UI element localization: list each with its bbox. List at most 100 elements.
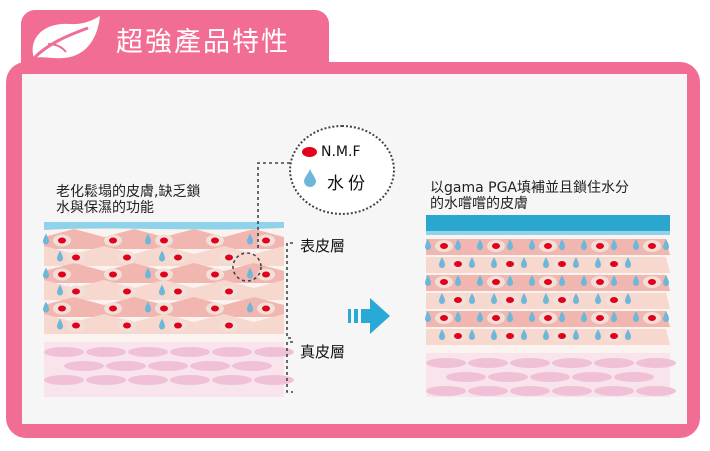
water-drop: [43, 267, 49, 279]
water-drop: [247, 301, 253, 313]
dermis-fiber: [254, 375, 294, 385]
nmf-dot: [109, 305, 117, 312]
water-drop: [455, 275, 461, 286]
water-drop: [455, 239, 461, 250]
water-drop: [559, 311, 565, 322]
dermis-fiber: [170, 347, 210, 357]
nmf-dot: [492, 243, 500, 249]
nmf-dot: [648, 279, 656, 285]
dermis-fiber: [106, 361, 146, 371]
water-drop: [469, 293, 475, 304]
nmf-dot: [109, 271, 117, 278]
water-drop: [543, 257, 549, 268]
dermis-fiber: [468, 386, 508, 396]
nmf-dot: [160, 271, 168, 278]
nmf-dot: [506, 261, 514, 267]
water-drop: [595, 257, 601, 268]
nmf-dot: [558, 333, 566, 339]
water-drop: [491, 293, 497, 304]
water-drop: [543, 329, 549, 340]
water-drop: [43, 233, 49, 245]
nmf-dot: [262, 271, 270, 278]
water-drop: [43, 301, 49, 313]
water-drop: [581, 275, 587, 286]
water-drop: [57, 284, 63, 296]
nmf-dot: [440, 279, 448, 285]
water-drop: [625, 329, 631, 340]
water-drop: [573, 293, 579, 304]
water-drop: [573, 257, 579, 268]
aged-skin-diagram: [43, 222, 294, 397]
hydrated-skin-diagram: [425, 215, 676, 397]
nmf-dot: [648, 243, 656, 249]
legend-nmf-label: N.M.F: [321, 144, 361, 160]
water-drop: [521, 257, 527, 268]
nmf-dot: [492, 279, 500, 285]
water-drop: [57, 318, 63, 330]
nmf-dot: [596, 279, 604, 285]
dermis-fiber: [128, 347, 168, 357]
nmf-dot: [610, 297, 618, 303]
water-drop: [477, 239, 483, 250]
arrow-right-icon: [348, 298, 390, 334]
water-drop: [611, 311, 617, 322]
water-drop: [663, 311, 669, 322]
dermis-fiber: [594, 358, 634, 368]
water-drop: [581, 239, 587, 250]
water-drop: [595, 293, 601, 304]
water-drop: [529, 275, 535, 286]
nmf-dot: [123, 322, 131, 329]
nmf-dot: [440, 243, 448, 249]
nmf-dot: [225, 254, 233, 261]
water-drop: [633, 311, 639, 322]
skin-cross-section: [43, 222, 294, 397]
dermis-fiber: [190, 361, 230, 371]
dermis-fiber: [232, 361, 272, 371]
water-drop: [145, 267, 151, 279]
water-drop: [425, 311, 431, 322]
nmf-dot: [58, 271, 66, 278]
nmf-dot: [596, 243, 604, 249]
right-caption-line1: 以gama PGA填補並且鎖住水分: [430, 180, 630, 196]
nmf-dot: [454, 261, 462, 267]
dermis-fiber: [86, 375, 126, 385]
dermis-fiber: [636, 358, 676, 368]
water-drop: [425, 239, 431, 250]
nmf-dot: [211, 305, 219, 312]
dermis-fiber: [530, 372, 570, 382]
nmf-dot: [440, 315, 448, 321]
water-drop: [633, 239, 639, 250]
water-drop: [159, 318, 165, 330]
water-drop: [159, 284, 165, 296]
nmf-dot: [174, 254, 182, 261]
water-drop: [491, 329, 497, 340]
water-drop: [469, 257, 475, 268]
nmf-dot: [558, 297, 566, 303]
dermis-fiber: [488, 372, 528, 382]
dermis-fiber: [212, 347, 252, 357]
nmf-dot: [160, 305, 168, 312]
skin-cross-section: [425, 215, 676, 397]
water-drop: [625, 293, 631, 304]
nmf-dot: [596, 315, 604, 321]
dermis-fiber: [510, 386, 550, 396]
water-drop: [469, 329, 475, 340]
water-drop: [559, 275, 565, 286]
dermis-fiber: [128, 375, 168, 385]
nmf-dot: [454, 333, 462, 339]
water-drop: [439, 329, 445, 340]
nmf-dot: [610, 261, 618, 267]
nmf-dot: [160, 237, 168, 244]
right-caption-line2: 的水嚐嚐的皮膚: [430, 196, 528, 212]
left-caption-line1: 老化鬆塌的皮膚,缺乏鎖: [56, 184, 201, 200]
nmf-dot: [109, 237, 117, 244]
dermis-fiber: [446, 372, 486, 382]
dermis-fiber: [510, 358, 550, 368]
nmf-dot: [174, 322, 182, 329]
nmf-dot: [72, 288, 80, 295]
dermis-fiber: [594, 386, 634, 396]
nmf-dot: [558, 261, 566, 267]
water-drop-icon: [304, 169, 316, 187]
water-drop: [145, 301, 151, 313]
moisture-layer-edge: [426, 231, 670, 235]
